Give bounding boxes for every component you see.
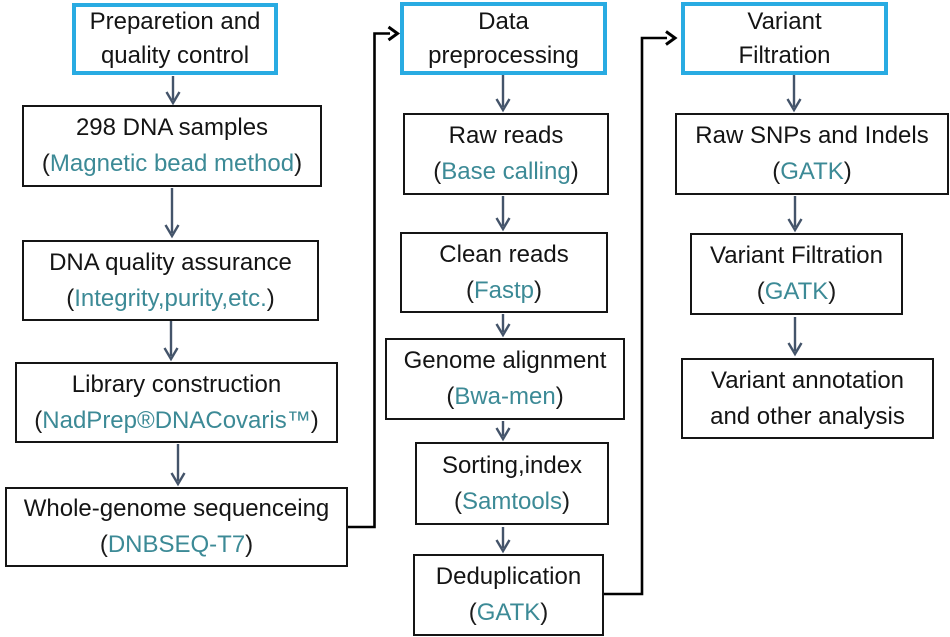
box-method: (Base calling): [433, 154, 578, 190]
header-line: Preparetion and: [89, 8, 261, 36]
paren-open: (: [772, 158, 781, 185]
box-title: Deduplication: [435, 563, 582, 590]
box-variant-filtration: Variant Filtration (GATK): [690, 233, 903, 315]
box-title: Library construction: [71, 370, 282, 398]
paren-close: ): [310, 406, 319, 434]
paren-open: (: [66, 284, 75, 312]
box-title: Sorting,index: [441, 451, 583, 479]
flow-arrow: [495, 527, 511, 554]
header-line: preprocessing: [428, 41, 579, 69]
method-text: Magnetic bead method: [49, 150, 295, 177]
box-raw-reads: Raw reads (Base calling): [403, 113, 609, 195]
paren-open: (: [41, 150, 50, 177]
paren-open: (: [99, 531, 108, 558]
box-method: (Samtools): [454, 484, 570, 520]
paren-close: ): [555, 383, 564, 410]
flow-arrow: [787, 317, 803, 357]
box-library-construction: Library construction (NadPrep®DNACovaris…: [15, 362, 338, 443]
method-text: DNBSEQ-T7: [107, 531, 246, 558]
box-method: (Integrity,purity,etc.): [66, 281, 275, 317]
box-variant-annotation: Variant annotation and other analysis: [681, 358, 934, 439]
stage-header-variant-filtration: Variant Filtration: [681, 2, 888, 75]
paren-open: (: [465, 276, 474, 304]
box-whole-genome-sequencing: Whole-genome sequenceing (DNBSEQ-T7): [5, 487, 348, 567]
flow-arrow: [495, 421, 511, 442]
box-method: (GATK): [757, 274, 837, 310]
paren-close: ): [562, 487, 571, 515]
method-text: Base calling: [441, 158, 571, 185]
flow-arrow: [495, 75, 511, 113]
flow-arrow: [495, 314, 511, 338]
box-title: Raw reads: [448, 122, 564, 149]
flow-arrow: [164, 188, 180, 239]
box-method: (NadPrep®DNACovaris™): [34, 403, 318, 439]
flow-arrow: [163, 321, 179, 362]
paren-open: (: [756, 278, 765, 305]
box-title: Variant Filtration: [710, 242, 883, 269]
box-title: and other analysis: [710, 402, 905, 430]
box-genome-alignment: Genome alignment (Bwa-men): [385, 338, 625, 420]
box-deduplication: Deduplication (GATK): [413, 554, 604, 636]
paren-open: (: [468, 599, 477, 626]
paren-open: (: [34, 406, 43, 434]
flow-arrow: [165, 76, 181, 106]
header-line: Variant: [747, 7, 822, 35]
box-clean-reads: Clean reads (Fastp): [400, 232, 608, 313]
box-title: Raw SNPs and Indels: [695, 122, 929, 149]
box-dna-samples: 298 DNA samples (Magnetic bead method): [22, 105, 322, 187]
flow-arrow: [787, 196, 803, 233]
box-title: Clean reads: [439, 240, 569, 268]
stage-header-data-preprocessing: Data preprocessing: [400, 2, 607, 75]
flow-arrow: [170, 444, 186, 487]
method-text: GATK: [476, 599, 541, 626]
method-text: NadPrep®DNACovaris™: [42, 406, 311, 434]
box-title: Genome alignment: [403, 347, 607, 374]
header-line: quality control: [100, 42, 250, 69]
paren-open: (: [433, 158, 442, 185]
stage-header-preparation-qc: Preparetion and quality control: [72, 3, 278, 75]
paren-close: ): [843, 158, 852, 185]
paren-open: (: [446, 383, 455, 410]
paren-close: ): [294, 150, 303, 177]
header-line: Data: [478, 7, 529, 35]
flow-arrow: [495, 196, 511, 232]
elbow-connector-2: [603, 30, 678, 596]
flow-arrow: [786, 75, 802, 113]
paren-close: ): [570, 158, 579, 185]
box-title: Variant annotation: [710, 366, 905, 394]
paren-close: ): [245, 531, 254, 558]
box-sorting-index: Sorting,index (Samtools): [415, 442, 609, 525]
box-method: (Fastp): [466, 273, 542, 309]
box-method: (DNBSEQ-T7): [100, 527, 253, 563]
paren-close: ): [540, 599, 549, 626]
box-method: (Magnetic bead method): [42, 146, 302, 182]
box-title: 298 DNA samples: [75, 114, 269, 141]
box-dna-quality-assurance: DNA quality assurance (Integrity,purity,…: [22, 240, 319, 321]
box-method: (GATK): [772, 154, 852, 190]
paren-close: ): [266, 284, 275, 312]
method-text: Integrity,purity,etc.: [74, 284, 267, 312]
box-title: DNA quality assurance: [49, 248, 292, 276]
method-text: GATK: [764, 278, 829, 305]
header-line: Filtration: [738, 41, 831, 69]
method-text: Bwa-men: [454, 383, 556, 410]
box-method: (GATK): [469, 595, 549, 631]
paren-close: ): [534, 276, 543, 304]
method-text: GATK: [780, 158, 844, 185]
box-raw-snps-indels: Raw SNPs and Indels (GATK): [675, 113, 949, 195]
method-text: Samtools: [461, 487, 563, 515]
method-text: Fastp: [473, 276, 535, 304]
elbow-connector-1: [348, 25, 401, 529]
box-title: Whole-genome sequenceing: [23, 495, 330, 522]
paren-open: (: [453, 487, 462, 515]
paren-close: ): [828, 278, 837, 305]
box-method: (Bwa-men): [446, 379, 563, 415]
